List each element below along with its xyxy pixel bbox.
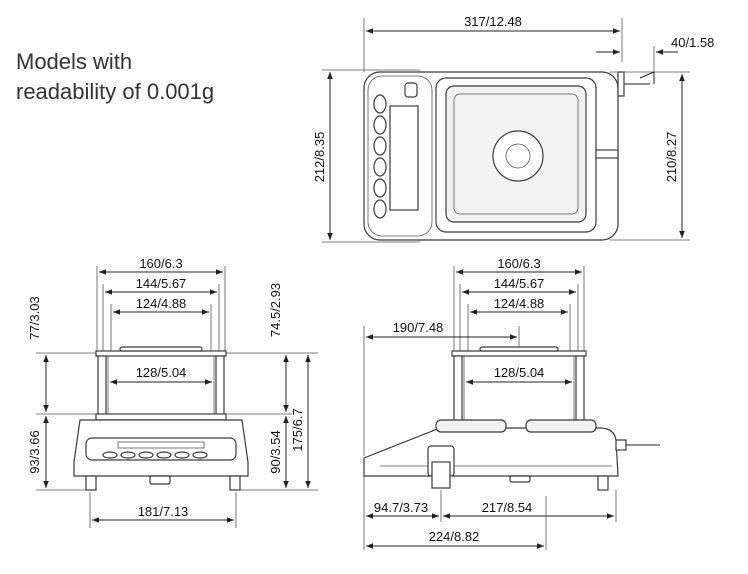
top-rear-rail	[595, 149, 619, 159]
side-shield-rear-post	[575, 355, 585, 423]
side-shield-front-post	[453, 355, 463, 423]
top-offset-label: 40/1.58	[671, 35, 714, 50]
front-shield-left-post	[97, 355, 107, 417]
side-width-outer-label: 160/6.3	[497, 256, 540, 271]
front-height-upper-label: 77/3.03	[27, 296, 42, 339]
side-bottom-total-label: 224/8.82	[429, 529, 480, 544]
top-depth-left-label: 212/8.35	[312, 132, 327, 183]
front-shield-top	[95, 350, 227, 357]
front-height-base-label: 90/3.54	[268, 430, 283, 473]
front-pan-width-label: 128/5.04	[136, 365, 187, 380]
side-pan-width-label: 128/5.04	[494, 365, 545, 380]
side-shield-top	[451, 350, 587, 357]
front-width-mid-label: 144/5.67	[136, 276, 187, 291]
front-left-foot	[85, 475, 97, 491]
top-display	[389, 105, 419, 211]
top-view: 317/12.48 40/1.58 212/8.35 210/8.27	[312, 14, 714, 243]
side-bottom-left-label: 94.7/3.73	[374, 500, 428, 515]
front-height-total-label: 175/6.7	[290, 408, 305, 451]
side-front-foot	[431, 461, 451, 489]
front-height-lower-label: 93/3.66	[27, 430, 42, 473]
top-control-panel	[367, 75, 433, 237]
side-offset-top-label: 190/7.48	[393, 320, 444, 335]
title-line-2: readability of 0.001g	[16, 79, 215, 104]
side-bottom-right-label: 217/8.54	[482, 500, 533, 515]
front-width-outer-label: 160/6.3	[139, 256, 182, 271]
top-weighing-pan	[492, 130, 544, 182]
side-view: 160/6.3 144/5.67 124/4.88 190/7.48 128/5…	[363, 256, 660, 550]
side-balance-body	[363, 427, 619, 477]
side-width-mid-label: 144/5.67	[494, 276, 545, 291]
top-keypad	[373, 94, 387, 219]
front-height-shield-label: 74.5/2.93	[268, 283, 283, 337]
side-rear-foot	[597, 475, 609, 491]
side-connector	[615, 439, 627, 451]
front-right-foot	[229, 475, 241, 491]
front-width-inner-label: 124/4.88	[136, 296, 187, 311]
front-shield-right-post	[215, 355, 225, 417]
top-level-indicator	[404, 82, 418, 98]
front-base-width-label: 181/7.13	[138, 504, 189, 519]
top-connector	[617, 71, 625, 97]
title-line-1: Models with	[16, 49, 133, 74]
front-keypad	[102, 451, 208, 459]
side-width-inner-label: 124/4.88	[494, 296, 545, 311]
front-view: 160/6.3 144/5.67 124/4.88 77/3.03 93/3.6…	[27, 256, 318, 528]
top-width-label: 317/12.48	[464, 14, 522, 29]
diagram-title: Models with readability of 0.001g	[16, 47, 214, 107]
top-depth-right-label: 210/8.27	[664, 132, 679, 183]
